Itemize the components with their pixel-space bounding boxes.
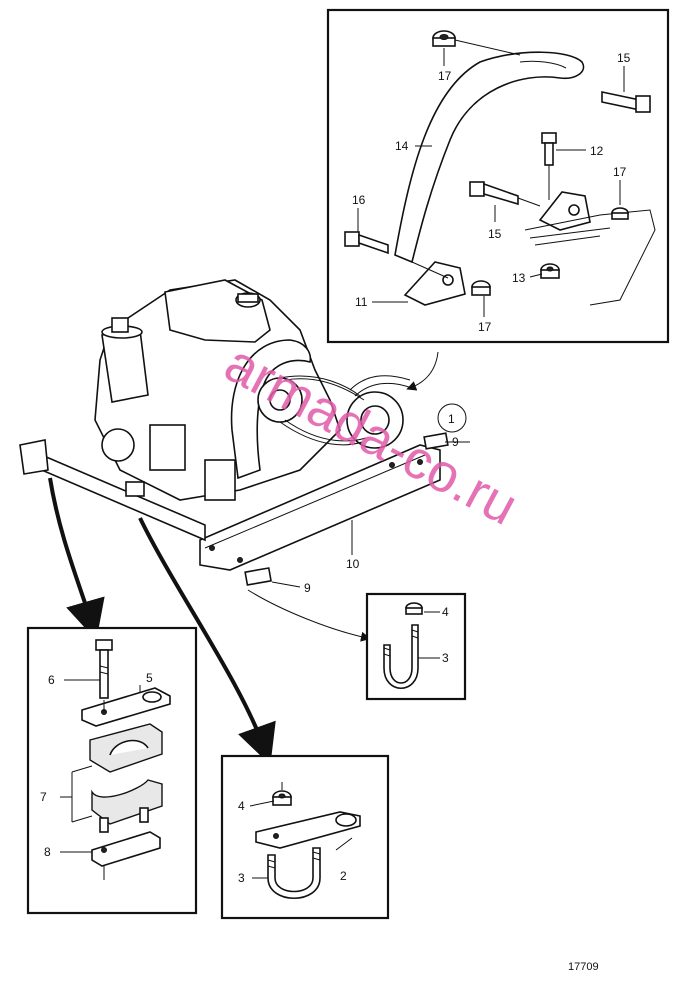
nut-13 [540,263,560,279]
label-6: 6 [48,673,55,687]
detail-box-plate-u-bolt: 4 2 3 [220,754,390,920]
label-3-a: 3 [442,651,449,665]
label-9-right: 9 [452,435,459,449]
label-17-top: 17 [438,69,452,83]
clamp-7-upper [89,723,163,773]
label-3-b: 3 [238,871,245,885]
label-5: 5 [146,671,153,685]
label-4-b: 4 [238,799,245,813]
label-7: 7 [40,790,47,804]
label-15-top: 15 [617,51,631,65]
figure-number: 17709 [568,961,599,973]
label-17-lower: 17 [478,320,492,334]
clamp-7-lower [91,779,163,825]
detail-box-u-bolt: 4 3 [365,592,467,701]
plate-5 [81,687,171,727]
u-bolt-3-b [267,847,321,899]
label-13: 13 [512,271,526,285]
detail-box-clamp: 6 5 7 8 [26,626,198,915]
base-8 [91,807,161,880]
bolt-16 [344,231,389,255]
nut-4-a [405,602,423,615]
nut-17-lower [471,280,491,296]
bolt-15-top [601,91,651,113]
label-16: 16 [352,193,366,207]
nut-17-top [432,30,456,47]
detail-box-lifting-bracket: 17 15 14 12 17 16 15 13 11 17 [326,8,670,344]
label-2: 2 [340,869,347,883]
plate-2 [255,811,361,849]
label-10: 10 [346,557,360,571]
label-1: 1 [448,412,455,426]
label-8: 8 [44,845,51,859]
engine-assembly: 1 9 10 9 [19,279,470,595]
label-4-a: 4 [442,605,449,619]
nut-17-right [611,207,629,220]
bolt-6 [95,639,113,699]
label-11: 11 [355,295,368,309]
bolt-12 [541,132,557,200]
label-12: 12 [590,144,604,158]
label-9-lower: 9 [304,581,311,595]
bolt-15-mid [469,181,541,207]
label-14: 14 [395,139,409,153]
label-15-mid: 15 [488,227,502,241]
label-17-right: 17 [613,165,627,179]
bracket-11 [403,261,466,306]
